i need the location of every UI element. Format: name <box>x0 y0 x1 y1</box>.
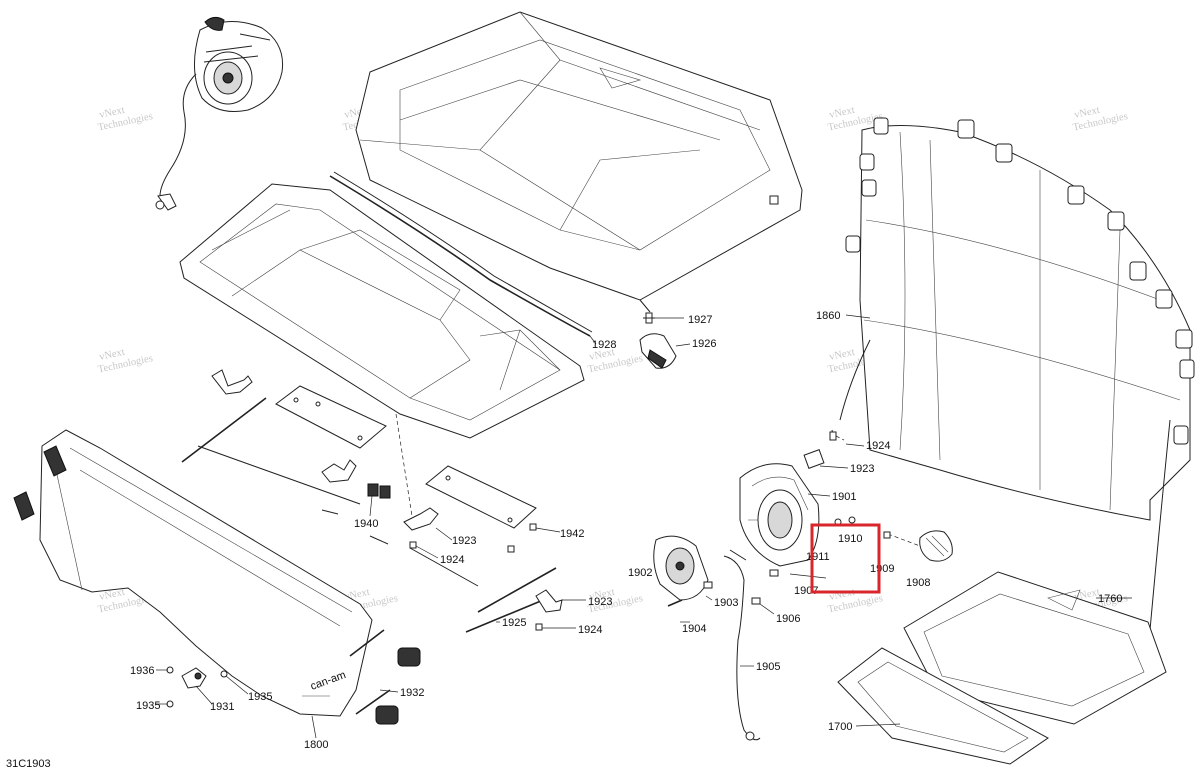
right-speaker-assembly <box>739 429 953 605</box>
part-label[interactable]: 1901 <box>832 491 856 503</box>
part-label[interactable]: 1908 <box>906 577 930 589</box>
part-label[interactable]: 1860 <box>816 310 840 322</box>
svg-text:vNext: vNext <box>588 347 615 363</box>
svg-text:vNext: vNext <box>1073 105 1100 121</box>
part-label[interactable]: 1935 <box>136 700 160 712</box>
bracket-mid <box>321 459 357 483</box>
strip-1932 <box>349 629 391 715</box>
part-label[interactable]: 1932 <box>400 687 424 699</box>
part-label[interactable]: 1928 <box>592 339 616 351</box>
svg-text:vNext: vNext <box>828 105 855 121</box>
part-label[interactable]: 1905 <box>756 661 780 673</box>
weatherstrip-1928 <box>329 175 591 337</box>
headliner-tray <box>179 183 585 439</box>
part-label[interactable]: 1800 <box>304 739 328 751</box>
part-label[interactable]: 1923 <box>850 463 874 475</box>
part-label[interactable]: 1906 <box>776 613 800 625</box>
clip-1932 <box>375 647 421 725</box>
part-label[interactable]: 1925 <box>502 617 526 629</box>
part-label[interactable]: 1902 <box>628 567 652 579</box>
small-speaker-1902 <box>653 535 761 741</box>
diagram-code: 31C1903 <box>6 758 51 770</box>
highlight-box <box>810 523 881 594</box>
part-label[interactable]: 1935 <box>248 691 272 703</box>
lower-cargo-tray-1700 <box>837 647 1049 765</box>
part-label[interactable]: 1931 <box>210 701 234 713</box>
part-label[interactable]: 1924 <box>866 440 890 452</box>
part-label[interactable]: 1926 <box>692 338 716 350</box>
clip-1940 <box>367 483 391 499</box>
bracket-1923 <box>403 507 439 531</box>
part-label[interactable]: 1760 <box>1098 593 1122 605</box>
part-label[interactable]: 1923 <box>452 535 476 547</box>
latch-1931 <box>181 667 207 689</box>
part-label[interactable]: 1903 <box>714 597 738 609</box>
part-label[interactable]: 1909 <box>870 563 894 575</box>
part-label[interactable]: 1940 <box>354 518 378 530</box>
bracket-left <box>211 369 253 395</box>
part-label[interactable]: 1911 <box>806 551 830 563</box>
svg-text:vNext: vNext <box>98 105 125 121</box>
part-label[interactable]: 1942 <box>560 528 584 540</box>
svg-text:vNext: vNext <box>588 587 615 603</box>
fastener-1927 <box>643 312 655 324</box>
cover-plate-right <box>425 465 537 529</box>
part-label[interactable]: 1924 <box>578 624 602 636</box>
strip-left <box>181 397 267 463</box>
net-loop-icon <box>845 117 1195 445</box>
part-labels: 1927 1926 1928 1860 1924 1923 1901 1911 … <box>130 310 1122 751</box>
part-label[interactable]: 1923 <box>588 596 612 608</box>
cover-plate-left <box>275 385 387 449</box>
part-label[interactable]: 1904 <box>682 623 706 635</box>
part-label[interactable]: 1910 <box>838 533 862 545</box>
part-label[interactable]: 1700 <box>828 721 852 733</box>
rear-tailgate-1800: can-am <box>13 429 373 717</box>
part-label[interactable]: 1924 <box>440 554 464 566</box>
leader-lines <box>156 314 1132 739</box>
roof-panel <box>355 11 803 313</box>
top-speaker-assembly <box>155 16 284 211</box>
rear-window-net <box>839 117 1195 631</box>
knob-1926 <box>639 333 677 369</box>
strip-1925 <box>465 567 557 633</box>
svg-text:vNext: vNext <box>828 347 855 363</box>
svg-text:vNext: vNext <box>98 347 125 363</box>
part-label[interactable]: 1927 <box>688 314 712 326</box>
bracket-1923b <box>535 589 563 613</box>
part-label[interactable]: 1936 <box>130 665 154 677</box>
